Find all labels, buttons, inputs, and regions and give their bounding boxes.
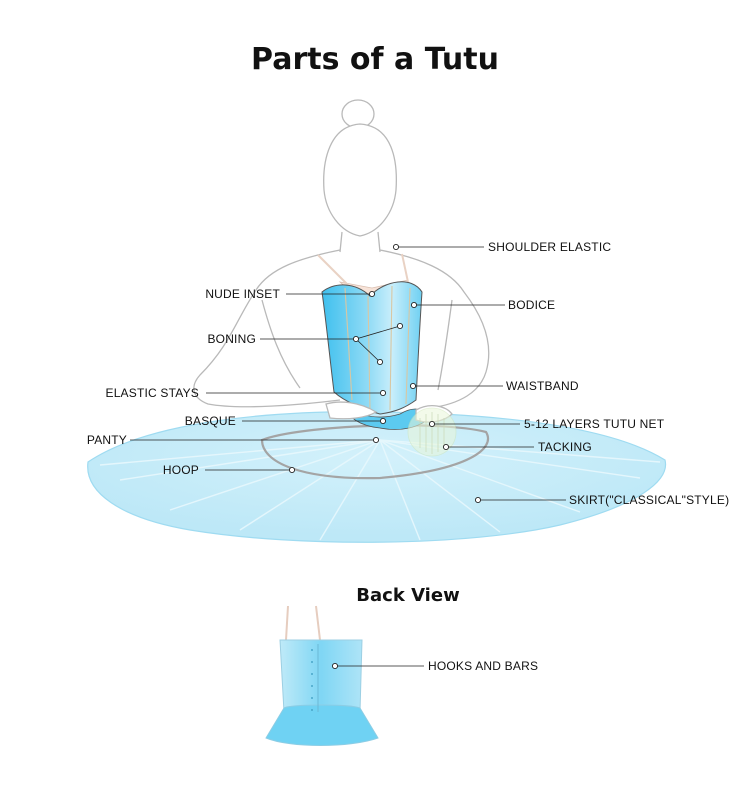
page-title: Parts of a Tutu (251, 42, 499, 77)
boning-marker-1 (352, 335, 360, 343)
label-basque: BASQUE (185, 414, 236, 428)
net-layers-marker (428, 420, 436, 428)
label-panty: PANTY (87, 433, 127, 447)
neck (339, 231, 381, 253)
boning-marker-2 (396, 322, 404, 330)
hoop-marker (288, 466, 296, 474)
bodice-shape (321, 281, 423, 415)
dancer-figure (193, 99, 490, 541)
label-hoop: HOOP (163, 463, 199, 477)
elastic-stays-marker (379, 389, 387, 397)
label-nude-inset: NUDE INSET (205, 287, 280, 301)
label-net-layers: 5-12 LAYERS TUTU NET (524, 417, 665, 431)
callouts: SHOULDER ELASTIC NUDE INSET BODICE BONIN… (87, 240, 729, 673)
label-boning: BONING (207, 332, 256, 346)
left-arm (193, 249, 341, 408)
label-elastic-stays: ELASTIC STAYS (105, 386, 199, 400)
label-shoulder-elastic: SHOULDER ELASTIC (488, 240, 611, 254)
head (323, 123, 397, 237)
nude-inset-marker (368, 290, 376, 298)
back-basque-shape (265, 704, 379, 746)
shoulder-elastic-marker (392, 243, 400, 251)
back-bodice-shape (279, 639, 363, 713)
hooks-and-bars-marker (331, 662, 339, 670)
label-waistband: WAISTBAND (506, 379, 579, 393)
label-hooks-and-bars: HOOKS AND BARS (428, 659, 538, 673)
tacking-marker (442, 443, 450, 451)
back-view-bodice (265, 605, 379, 746)
boning-marker-3 (376, 358, 384, 366)
bodice-marker (410, 301, 418, 309)
back-view-title: Back View (356, 585, 460, 606)
skirt-marker (474, 496, 482, 504)
tutu-skirt (87, 411, 667, 543)
label-bodice: BODICE (508, 298, 555, 312)
right-arm (379, 249, 490, 409)
waistband-marker (409, 382, 417, 390)
label-skirt: SKIRT("CLASSICAL"STYLE) (569, 493, 729, 507)
bodice-group (317, 253, 457, 457)
panty-marker (372, 436, 380, 444)
basque-marker (379, 417, 387, 425)
left-hand (325, 401, 378, 420)
label-tacking: TACKING (538, 440, 592, 454)
